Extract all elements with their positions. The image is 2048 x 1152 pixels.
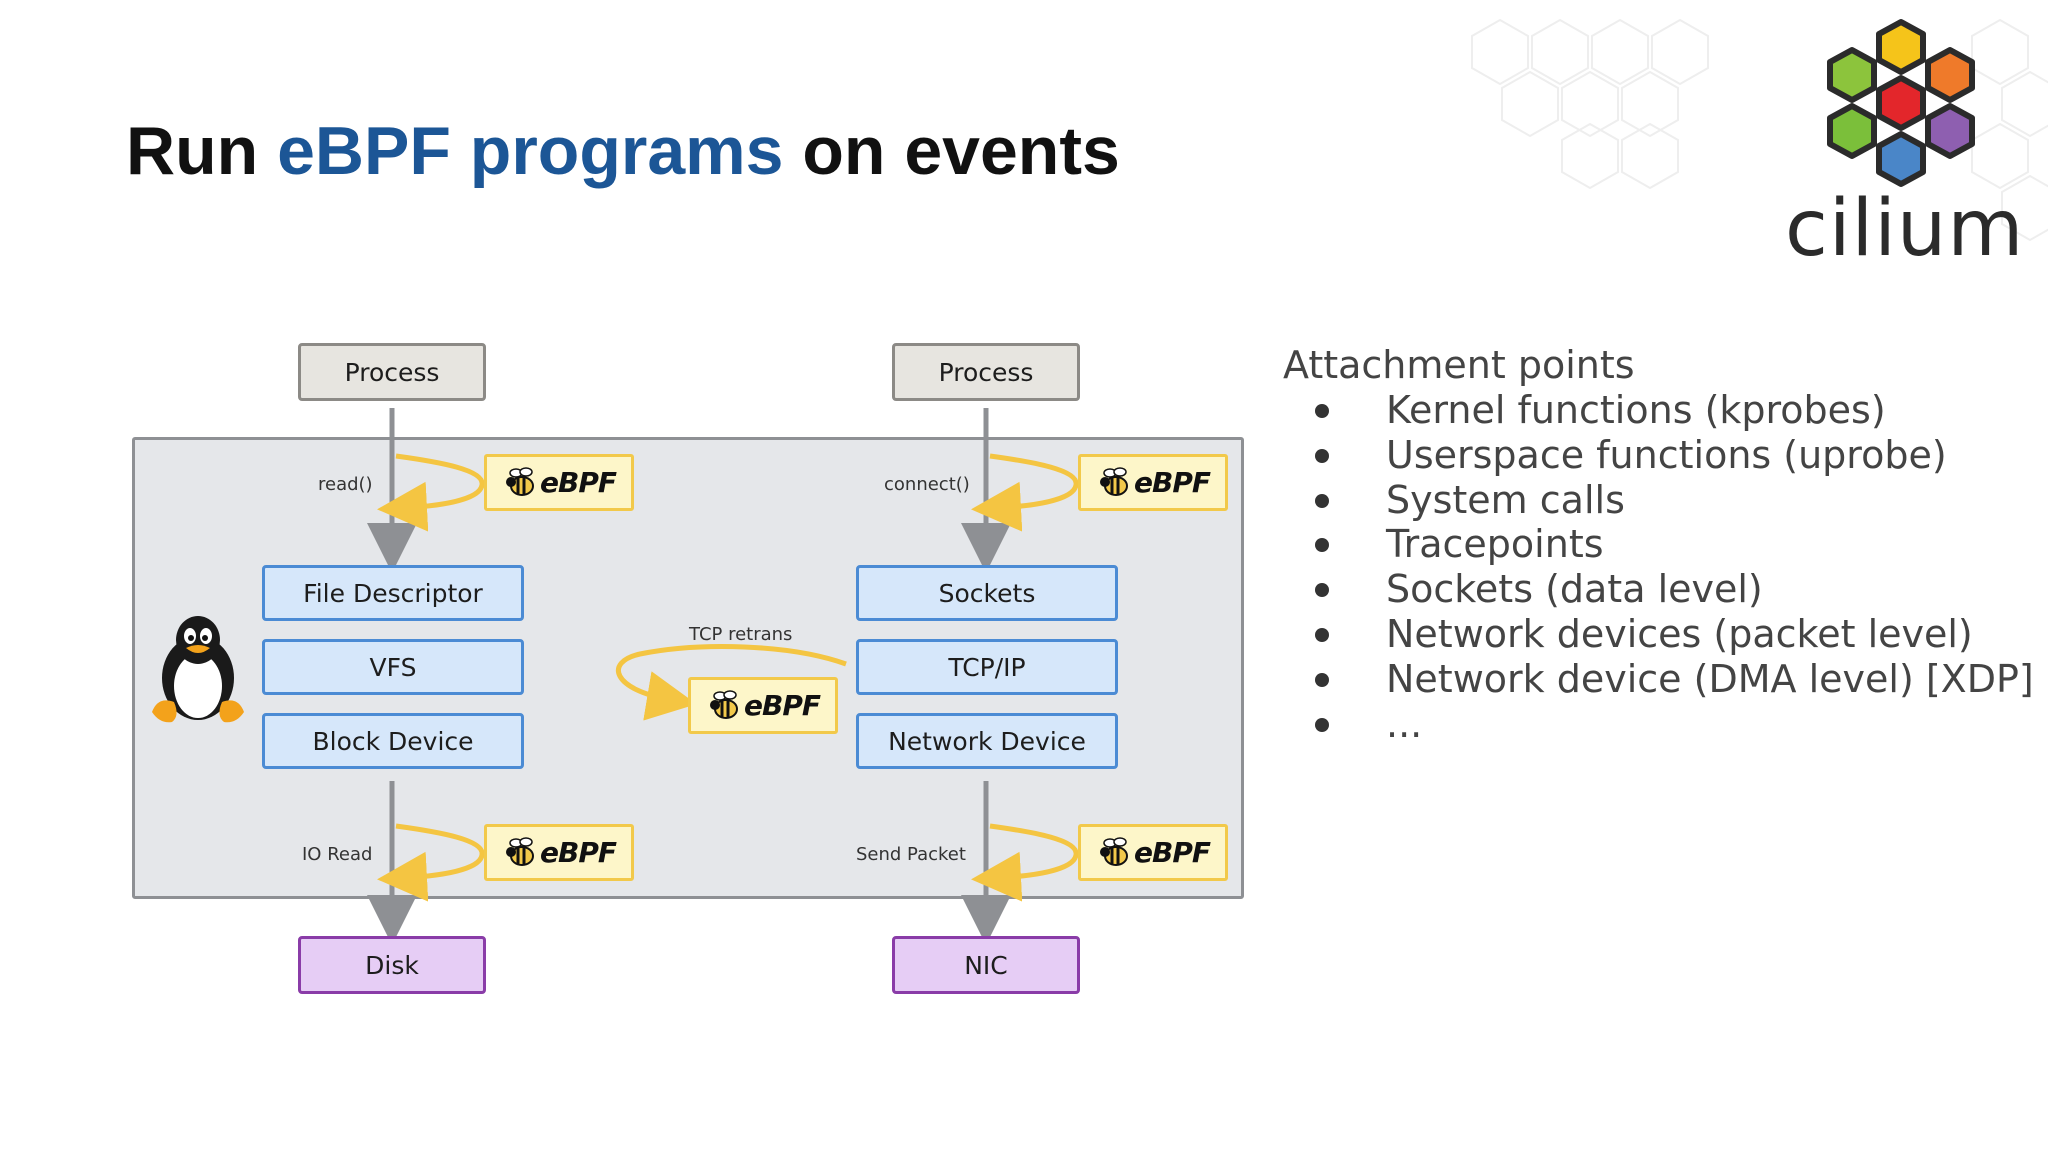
ebpf-label: eBPF (540, 836, 617, 869)
ebpf-label: eBPF (1134, 466, 1211, 499)
title-highlight: eBPF programs (277, 113, 784, 189)
read-call-label: read() (318, 474, 373, 495)
list-item: ... (1283, 702, 2034, 747)
right-process-box: Process (892, 343, 1080, 401)
bullet-icon (1315, 493, 1329, 508)
layer-vfs: VFS (262, 639, 524, 695)
attachment-list: Kernel functions (kprobes) Userspace fun… (1283, 388, 2034, 746)
attachment-heading: Attachment points (1283, 343, 1635, 387)
hook-io-read (377, 823, 485, 902)
title-prefix: Run (126, 113, 259, 189)
bee-icon (502, 836, 536, 870)
diagram-arrows (367, 408, 1079, 945)
bullet-icon (1315, 717, 1329, 732)
list-item: Sockets (data level) (1283, 567, 2034, 612)
hexagon-pattern-background (1471, 18, 2048, 242)
ebpf-badge-io-read: eBPF (484, 824, 634, 881)
tcp-retrans-label: TCP retrans (689, 624, 793, 645)
left-process-box: Process (298, 343, 486, 401)
bullet-icon (1315, 583, 1329, 598)
bullet-icon (1315, 538, 1329, 553)
bee-icon (1096, 836, 1130, 870)
bee-icon (502, 466, 536, 500)
list-item: Tracepoints (1283, 522, 2034, 567)
cilium-wordmark: cilium (1785, 184, 2025, 274)
hook-read (377, 453, 485, 532)
ebpf-label: eBPF (540, 466, 617, 499)
ebpf-badge-send-packet: eBPF (1078, 824, 1228, 881)
send-packet-label: Send Packet (856, 844, 966, 865)
slide-title: Run eBPF programs on events (126, 112, 1120, 190)
hook-send-packet (971, 823, 1079, 902)
disk-box: Disk (298, 936, 486, 994)
bee-icon (1096, 466, 1130, 500)
layer-network-device: Network Device (856, 713, 1118, 769)
list-item: Kernel functions (kprobes) (1283, 388, 2034, 433)
ebpf-label: eBPF (744, 689, 821, 722)
bullet-icon (1315, 627, 1329, 642)
layer-tcp-ip: TCP/IP (856, 639, 1118, 695)
list-item: System calls (1283, 478, 2034, 523)
cilium-logo-icon (1827, 19, 1975, 187)
bullet-icon (1315, 404, 1329, 418)
nic-box: NIC (892, 936, 1080, 994)
hook-tcp-retrans (616, 644, 847, 721)
ebpf-badge-tcp-retrans: eBPF (688, 677, 838, 734)
hook-connect (971, 453, 1079, 532)
list-item: Network device (DMA level) [XDP] (1283, 657, 2034, 702)
layer-sockets: Sockets (856, 565, 1118, 621)
tux-linux-icon (152, 616, 244, 723)
title-suffix: on events (802, 113, 1120, 189)
attachment-points-section: Attachment points Kernel functions (kpro… (1283, 342, 2034, 746)
bullet-icon (1315, 672, 1329, 687)
ebpf-badge-connect: eBPF (1078, 454, 1228, 511)
bullet-icon (1315, 448, 1329, 463)
io-read-label: IO Read (302, 844, 373, 865)
layer-file-descriptor: File Descriptor (262, 565, 524, 621)
ebpf-hook-diagram: Process read() eBPF File Descriptor VFS … (132, 343, 1244, 994)
list-item: Network devices (packet level) (1283, 612, 2034, 657)
list-item: Userspace functions (uprobe) (1283, 433, 2034, 478)
ebpf-label: eBPF (1134, 836, 1211, 869)
layer-block-device: Block Device (262, 713, 524, 769)
bee-icon (706, 689, 740, 723)
connect-call-label: connect() (884, 474, 970, 495)
ebpf-badge-read: eBPF (484, 454, 634, 511)
